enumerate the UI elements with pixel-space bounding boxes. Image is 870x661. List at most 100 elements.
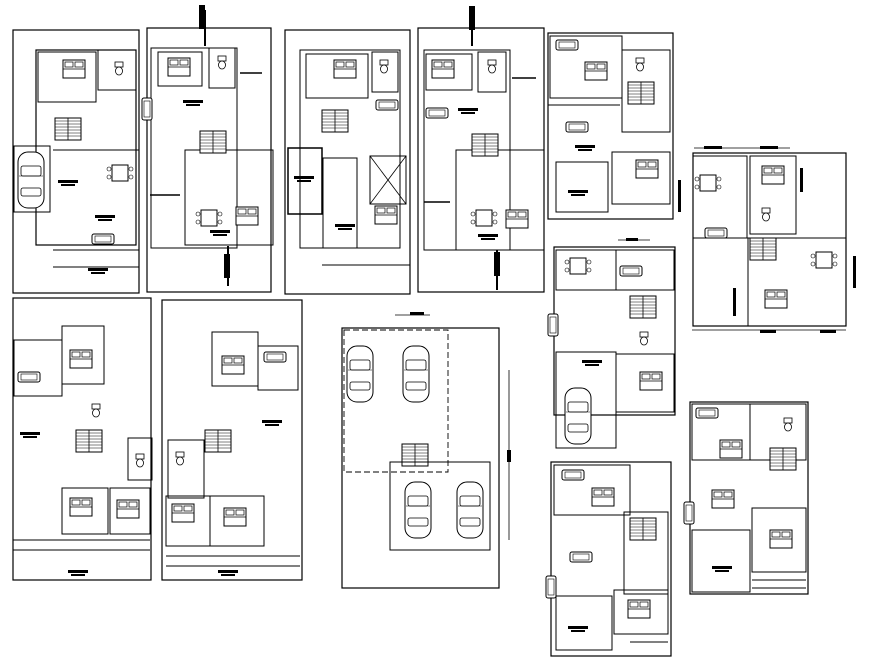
sofa-icon xyxy=(619,265,643,277)
wall xyxy=(613,589,669,635)
wall xyxy=(97,49,137,91)
dimension-tick xyxy=(704,146,722,149)
plan-5 xyxy=(547,32,674,220)
room-label-mark xyxy=(183,100,203,106)
sofa-icon xyxy=(545,575,557,599)
toilet-icon xyxy=(379,59,389,74)
dining-table-icon xyxy=(106,164,134,182)
room-label-mark xyxy=(58,180,78,186)
bed-icon xyxy=(764,289,788,309)
toilet-icon xyxy=(639,331,649,346)
wall xyxy=(12,29,140,294)
dimension-tick xyxy=(853,256,856,288)
dimension-tick xyxy=(800,168,803,192)
wall xyxy=(555,161,609,213)
wall-line xyxy=(369,155,407,205)
plan-12 xyxy=(683,401,809,595)
wall xyxy=(621,49,671,133)
toilet-icon xyxy=(783,417,793,432)
dimension-tick xyxy=(494,252,500,276)
wall xyxy=(371,51,399,93)
room-label-mark xyxy=(294,176,314,182)
bed-icon xyxy=(116,499,140,519)
wall xyxy=(555,595,613,651)
stairs-icon xyxy=(769,447,797,471)
wall xyxy=(691,529,751,593)
bed-icon xyxy=(719,439,743,459)
bed-icon xyxy=(627,599,651,619)
wall xyxy=(167,439,205,499)
wall xyxy=(692,155,748,239)
bed-icon xyxy=(374,205,398,225)
bed-icon xyxy=(591,487,615,507)
plan-3 xyxy=(284,29,411,295)
bed-icon xyxy=(235,206,259,226)
wall xyxy=(305,53,369,99)
wall xyxy=(161,299,303,581)
sofa-icon xyxy=(555,39,579,51)
stairs-icon xyxy=(321,109,349,133)
plan-1 xyxy=(12,29,140,294)
stairs-icon xyxy=(749,237,777,261)
stairs-icon xyxy=(471,133,499,157)
wall xyxy=(615,353,675,413)
sofa-icon xyxy=(141,97,153,121)
wall xyxy=(127,437,153,481)
wall xyxy=(623,511,669,595)
table-icon xyxy=(810,251,838,269)
dimension-tick xyxy=(820,330,836,333)
bed-icon xyxy=(635,159,659,179)
car-icon xyxy=(17,151,45,209)
room-label-mark xyxy=(218,570,238,576)
plan-6 xyxy=(678,146,856,333)
bed-icon xyxy=(505,209,529,229)
toilet-icon xyxy=(135,453,145,468)
sofa-icon xyxy=(561,469,585,481)
bed-icon xyxy=(769,529,793,549)
plan-9 xyxy=(341,312,511,589)
wall xyxy=(547,32,674,220)
wall xyxy=(150,47,238,249)
wall xyxy=(689,401,809,595)
wall xyxy=(553,464,631,516)
room-label-mark xyxy=(68,570,88,576)
dimension-tick xyxy=(678,180,681,212)
dimension-tick xyxy=(760,146,778,149)
bed-icon xyxy=(69,349,93,369)
sofa-icon xyxy=(375,99,399,111)
wall xyxy=(611,151,671,205)
toilet-icon xyxy=(635,57,645,72)
wall xyxy=(61,487,109,535)
wall xyxy=(35,49,137,246)
bed-icon xyxy=(333,59,357,79)
wall xyxy=(341,327,500,589)
sofa-icon xyxy=(91,233,115,245)
stairs-icon xyxy=(54,117,82,141)
wall xyxy=(12,297,152,581)
plan-10 xyxy=(547,238,676,449)
stairs-icon xyxy=(75,429,103,453)
stairs-icon xyxy=(401,443,429,467)
dimension-tick xyxy=(626,238,638,241)
toilet-icon xyxy=(91,403,101,418)
bed-icon xyxy=(711,489,735,509)
room-label-mark xyxy=(568,190,588,196)
dimension-tick xyxy=(507,450,511,462)
wall xyxy=(284,29,411,295)
sofa-icon xyxy=(565,121,589,133)
toilet-icon xyxy=(114,61,124,76)
car-icon xyxy=(346,345,374,403)
room-label-mark xyxy=(712,566,732,572)
toilet-icon xyxy=(761,207,771,222)
wall xyxy=(550,461,672,657)
room-label-mark xyxy=(478,234,498,240)
stairs-icon xyxy=(627,81,655,105)
wall xyxy=(257,345,299,391)
dimension-tick xyxy=(733,288,736,316)
car-icon xyxy=(402,345,430,403)
sofa-icon xyxy=(683,501,695,525)
wall xyxy=(455,149,545,251)
wall xyxy=(615,249,675,291)
bed-icon xyxy=(761,165,785,185)
wall xyxy=(747,237,847,327)
